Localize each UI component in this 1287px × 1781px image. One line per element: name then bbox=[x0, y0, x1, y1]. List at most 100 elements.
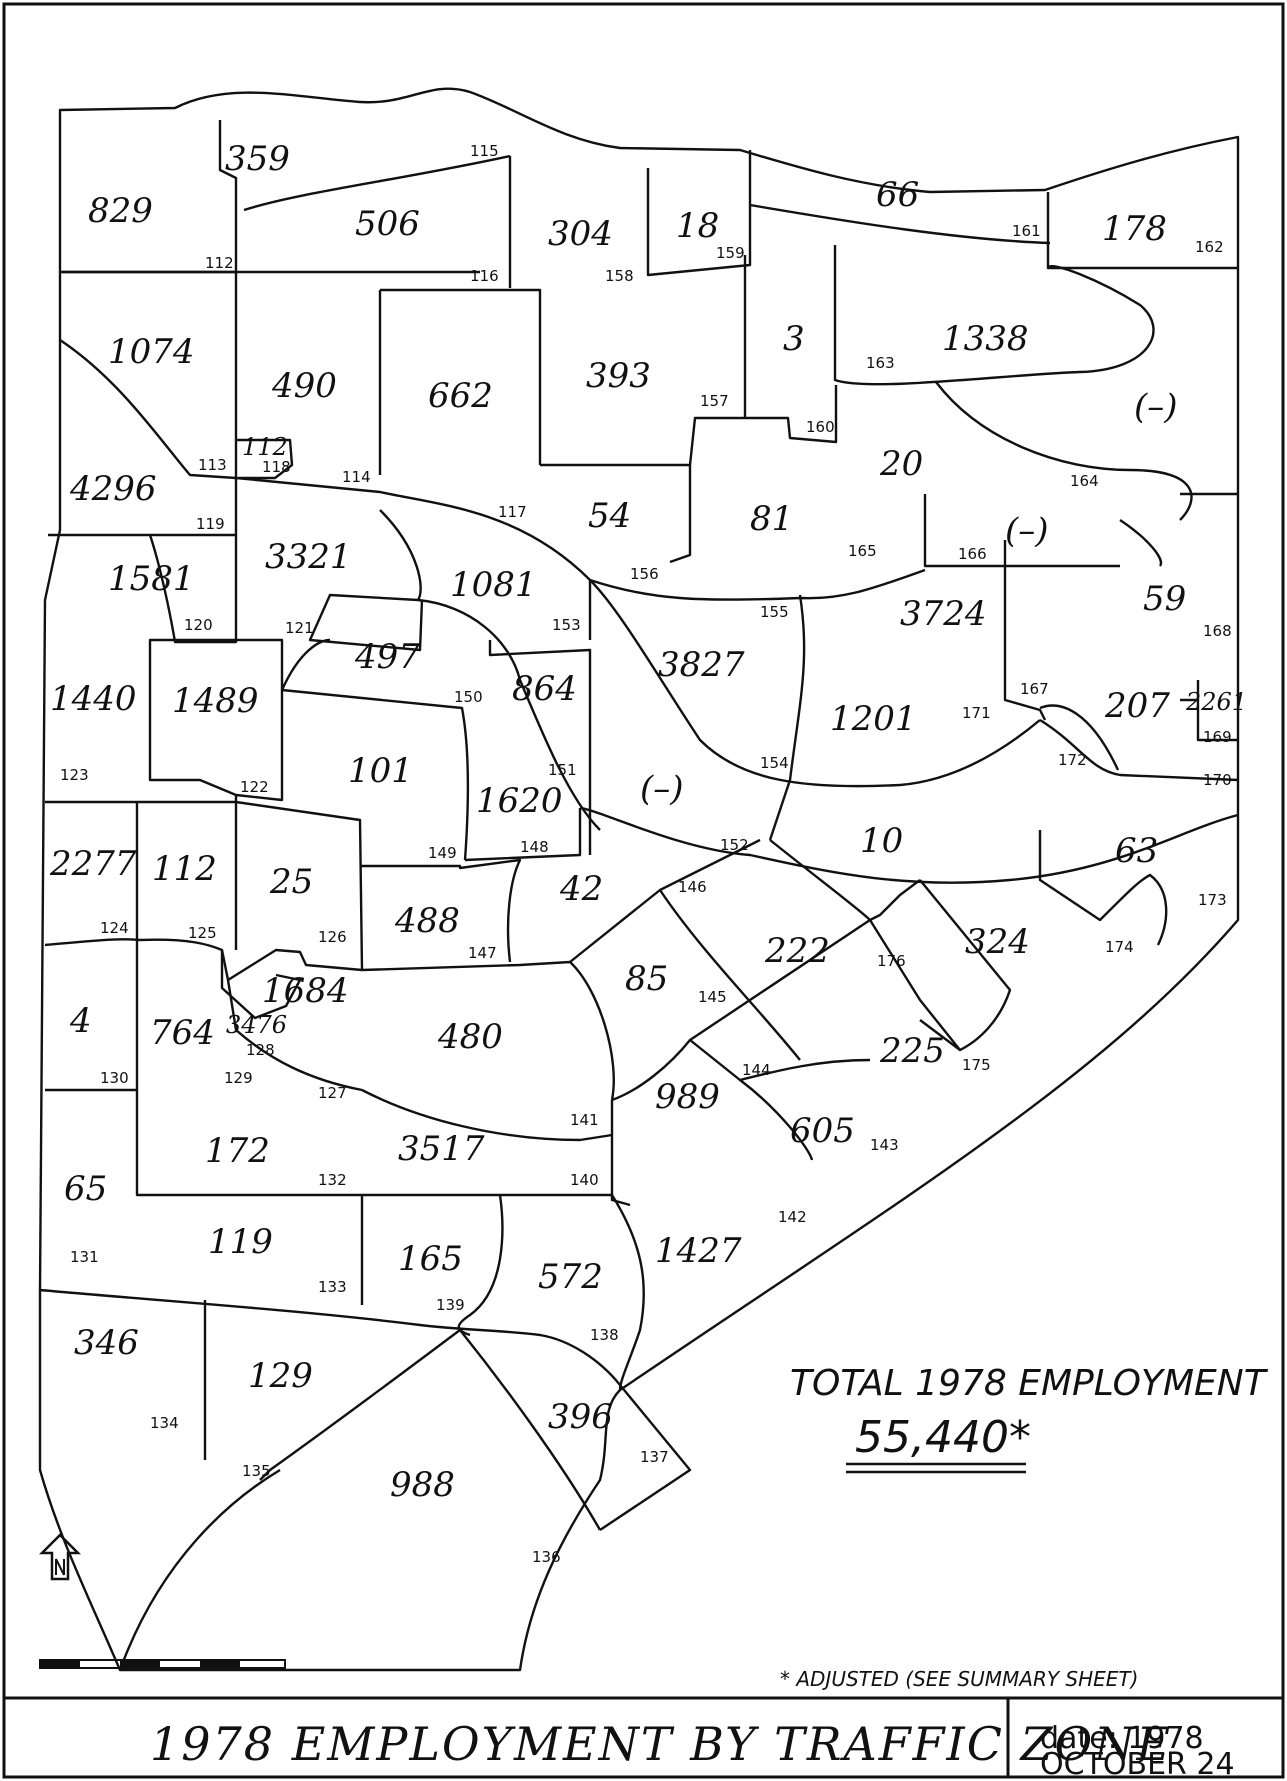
zone-164-employment: (–) bbox=[1134, 387, 1178, 427]
total-label: TOTAL 1978 EMPLOYMENT bbox=[790, 1363, 1269, 1404]
zone-118-employment: 112 bbox=[242, 433, 288, 461]
zone-122-id: 122 bbox=[240, 778, 269, 796]
zone-161-id: 161 bbox=[1012, 222, 1041, 240]
zone-113-id: 113 bbox=[198, 456, 227, 474]
zone-163-id: 163 bbox=[866, 354, 895, 372]
zone-148-employment: 1620 bbox=[476, 781, 563, 821]
zone-155-id: 155 bbox=[760, 603, 789, 621]
zone-129-employment: 764 bbox=[150, 1013, 215, 1053]
zone-151-id: 151 bbox=[548, 761, 577, 779]
zone-150-employment: 497 bbox=[354, 637, 420, 677]
zone-121-id: 121 bbox=[285, 619, 314, 637]
map-title: 1978 EMPLOYMENT BY TRAFFIC ZONE bbox=[150, 1717, 1172, 1771]
zone-116-id: 116 bbox=[470, 267, 499, 285]
zone-144-employment: 989 bbox=[655, 1077, 720, 1117]
zone-139-employment: 165 bbox=[398, 1239, 463, 1279]
zone-119-id: 119 bbox=[196, 515, 225, 533]
zone-164-id: 164 bbox=[1070, 472, 1099, 490]
zone-162-employment: 178 bbox=[1102, 209, 1167, 249]
zone-172-employment: 10 bbox=[860, 821, 903, 861]
footnote: * ADJUSTED (SEE SUMMARY SHEET) bbox=[780, 1667, 1138, 1691]
zone-170-employment: 207 bbox=[1104, 686, 1170, 726]
zone-142-id: 142 bbox=[778, 1208, 807, 1226]
zone-156-id: 156 bbox=[630, 565, 659, 583]
zone-120-id: 120 bbox=[184, 616, 213, 634]
zone-163-employment: 1338 bbox=[942, 319, 1029, 359]
zone-136-employment: 988 bbox=[390, 1465, 455, 1505]
zone-143-id: 143 bbox=[870, 1136, 899, 1154]
zone-146-employment: 42 bbox=[559, 869, 603, 909]
zone-144-id: 144 bbox=[742, 1061, 771, 1079]
zone-141-id: 141 bbox=[570, 1111, 599, 1129]
date-sub: OCTOBER 24 bbox=[1040, 1747, 1235, 1781]
zone-158-employment: 304 bbox=[548, 214, 613, 254]
zone-140-employment: 3517 bbox=[398, 1129, 485, 1169]
zone-137-employment: 396 bbox=[548, 1397, 613, 1437]
zone-176-employment: 222 bbox=[764, 931, 830, 971]
zone-135-employment: 129 bbox=[248, 1356, 313, 1396]
zone-171-employment: 1201 bbox=[830, 699, 917, 739]
zone-167-employment: 3724 bbox=[900, 594, 987, 634]
zone-147-employment: 488 bbox=[394, 901, 460, 941]
zone-174-id: 174 bbox=[1105, 938, 1134, 956]
zone-132-employment: 172 bbox=[205, 1131, 270, 1171]
zone-158-id: 158 bbox=[605, 267, 634, 285]
zone-143-employment: 605 bbox=[790, 1111, 855, 1151]
zone-117-employment: 662 bbox=[428, 376, 493, 416]
zone-117-id: 117 bbox=[498, 503, 527, 521]
zone-172-id: 172 bbox=[1058, 751, 1087, 769]
zone-142-employment: 1427 bbox=[655, 1231, 742, 1271]
zone-127-id: 127 bbox=[318, 1084, 347, 1102]
zone-166-employment: (–) bbox=[1005, 511, 1049, 551]
zone-171-id: 171 bbox=[962, 704, 991, 722]
zone-151-employment: 864 bbox=[512, 669, 577, 709]
zone-150-id: 150 bbox=[454, 688, 483, 706]
zone-168-employment: 59 bbox=[1143, 579, 1186, 619]
zone-136-id: 136 bbox=[532, 1548, 561, 1566]
zone-154-id: 154 bbox=[760, 754, 789, 772]
zone-168-id: 168 bbox=[1203, 622, 1232, 640]
zone-120-employment: 1581 bbox=[108, 559, 195, 599]
zone-152-employment: (–) bbox=[640, 769, 684, 809]
zone-118-id: 118 bbox=[262, 458, 291, 476]
zone-132-id: 132 bbox=[318, 1171, 347, 1189]
zone-125-id: 125 bbox=[188, 924, 217, 942]
zone-133-id: 133 bbox=[318, 1278, 347, 1296]
zone-137-id: 137 bbox=[640, 1448, 669, 1466]
zone-162-id: 162 bbox=[1195, 238, 1224, 256]
zone-126-id: 126 bbox=[318, 928, 347, 946]
date-label: date: 1978 bbox=[1040, 1721, 1204, 1756]
zone-121-employment: 3321 bbox=[265, 537, 352, 577]
zone-134-employment: 346 bbox=[74, 1323, 139, 1363]
zone-114-id: 114 bbox=[342, 468, 371, 486]
zone-153-id: 153 bbox=[552, 616, 581, 634]
zone-145-id: 145 bbox=[698, 988, 727, 1006]
zone-131-id: 131 bbox=[70, 1248, 99, 1266]
zone-134-id: 134 bbox=[150, 1414, 179, 1432]
zone-115-employment: 359 bbox=[225, 139, 290, 179]
zone-114-employment: 490 bbox=[271, 366, 337, 406]
zone-166-id: 166 bbox=[958, 545, 987, 563]
zone-119-employment: 4296 bbox=[69, 469, 157, 509]
zone-175-id: 175 bbox=[962, 1056, 991, 1074]
zone-133-employment: 119 bbox=[208, 1222, 273, 1262]
zone-161-employment: 66 bbox=[876, 175, 919, 215]
zone-128-id: 128 bbox=[246, 1041, 275, 1059]
zone-169-id: 169 bbox=[1203, 728, 1232, 746]
zone-116-employment: 506 bbox=[355, 204, 420, 244]
zone-165-id: 165 bbox=[848, 542, 877, 560]
zone-169-employment: 2261 bbox=[1185, 688, 1247, 716]
zone-153-employment: 1081 bbox=[450, 565, 537, 605]
zone-154-employment: 3827 bbox=[658, 645, 745, 685]
zone-124-id: 124 bbox=[100, 919, 129, 937]
zone-122-employment: 1489 bbox=[172, 681, 259, 721]
zone-157-id: 157 bbox=[700, 392, 729, 410]
zone-149-id: 149 bbox=[428, 844, 457, 862]
zone-113-employment: 1074 bbox=[108, 332, 195, 372]
zone-146-id: 146 bbox=[678, 878, 707, 896]
total-annotation: TOTAL 1978 EMPLOYMENT 55,440* bbox=[790, 1363, 1269, 1474]
zone-126-employment: 25 bbox=[269, 862, 313, 902]
zone-140-id: 140 bbox=[570, 1171, 599, 1189]
